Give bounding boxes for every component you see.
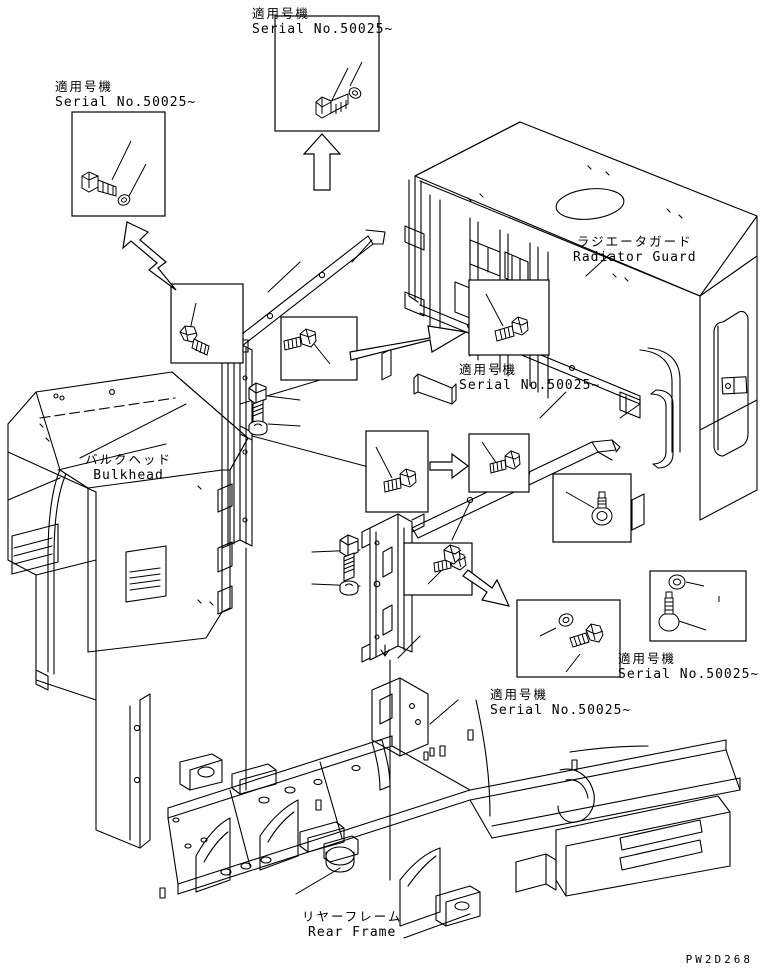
part-label-radiator-guard-jp: ラジエータガード (576, 234, 693, 249)
serial-note-top-center: 適用号機 Serial No.50025~ (252, 3, 393, 37)
detail-box-bottom-center (516, 599, 621, 678)
bolt-bracket (339, 534, 359, 582)
serial-note-bottom-mid-en: Serial No.50025~ (490, 703, 632, 718)
serial-note-bottom-right: 適用号機 Serial No.50025~ (618, 648, 759, 682)
detail-box-upper-left (170, 283, 244, 364)
serial-note-mid-right: 適用号機 Serial No.50025~ (459, 359, 600, 393)
part-label-radiator-guard: ラジエータガード Radiator Guard (573, 231, 697, 265)
detail-box-mid-left (365, 430, 429, 513)
part-label-bulkhead-jp: バルクヘッド (85, 452, 173, 467)
serial-note-mid-right-en: Serial No.50025~ (459, 378, 601, 393)
detail-box-top-center (274, 15, 380, 132)
washer-bracket (339, 580, 359, 596)
part-label-bulkhead: バルクヘッド Bulkhead (85, 449, 172, 483)
detail-box-right-bolt (552, 473, 632, 543)
bolt-stack-upper (248, 382, 267, 427)
part-label-bulkhead-en: Bulkhead (93, 468, 164, 483)
callout-arrows (122, 133, 511, 607)
detail-box-lower-left (403, 542, 473, 596)
part-label-radiator-guard-en: Radiator Guard (573, 250, 697, 265)
arrow-to-radiator-box (349, 325, 468, 361)
arrow-to-top-center-box (302, 133, 342, 191)
detail-box-mid-center (468, 433, 530, 493)
arrow-to-bottom-box (462, 569, 511, 607)
upper-diagonal-brace (227, 229, 386, 354)
detail-box-upper-mid (280, 316, 358, 381)
bolt-lower-left-exploded (443, 544, 462, 565)
part-label-rear-frame-jp: リヤーフレーム (302, 909, 403, 924)
serial-note-bottom-mid: 適用号機 Serial No.50025~ (490, 684, 631, 718)
serial-note-top-center-en: Serial No.50025~ (252, 22, 394, 37)
serial-note-bottom-mid-jp: 適用号機 (490, 687, 549, 702)
bulkhead-assembly (7, 371, 249, 849)
page-code: PW2D268 (685, 953, 753, 966)
detail-box-top-left (71, 111, 166, 217)
serial-note-top-center-jp: 適用号機 (252, 6, 311, 21)
serial-note-top-left-jp: 適用号機 (55, 79, 114, 94)
serial-note-bottom-right-en: Serial No.50025~ (618, 667, 760, 682)
serial-note-top-left: 適用号機 Serial No.50025~ (55, 76, 196, 110)
serial-note-top-left-en: Serial No.50025~ (55, 95, 197, 110)
serial-note-mid-right-jp: 適用号機 (459, 362, 518, 377)
arrow-to-top-left-box (122, 221, 177, 291)
rear-frame-assembly (159, 547, 741, 927)
washer-stack (248, 420, 268, 436)
detail-box-radiator (468, 279, 550, 356)
detail-box-bottom-right (649, 570, 747, 642)
part-label-rear-frame: リヤーフレーム Rear Frame (302, 906, 402, 940)
serial-note-bottom-right-jp: 適用号機 (618, 651, 677, 666)
arrow-to-mid-left-box (429, 452, 469, 480)
part-label-rear-frame-en: Rear Frame (308, 925, 397, 940)
